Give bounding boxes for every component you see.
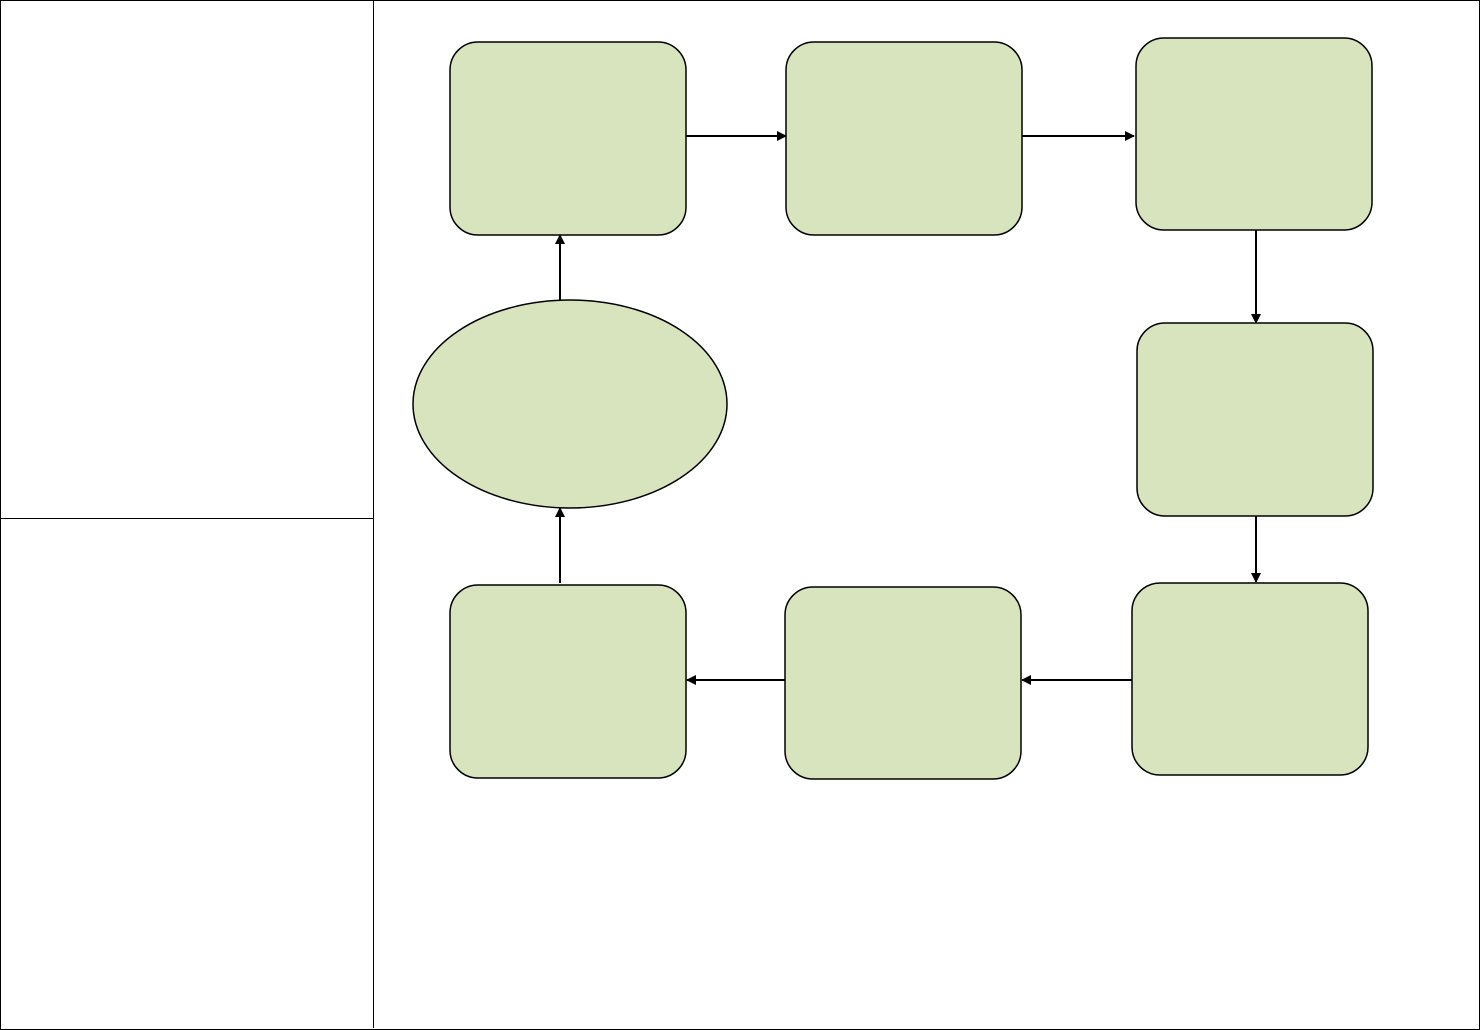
flow-node-shape-n5 — [1131, 582, 1369, 776]
left-column — [0, 0, 374, 1028]
flow-node-n3 — [1135, 37, 1373, 231]
flow-node-shape-n1 — [449, 41, 687, 236]
flow-node-n2 — [785, 41, 1023, 236]
flow-node-n8 — [412, 299, 728, 509]
flow-node-shape-n4 — [1136, 322, 1374, 517]
flow-node-n6 — [784, 586, 1022, 780]
flow-node-shape-n2 — [785, 41, 1023, 236]
flow-node-n7 — [449, 584, 687, 779]
flow-node-shape-n7 — [449, 584, 687, 779]
flow-node-n1 — [449, 41, 687, 236]
flow-node-n4 — [1136, 322, 1374, 517]
left-cell-top — [0, 0, 373, 519]
flow-node-shape-n8 — [412, 299, 728, 509]
flow-node-n5 — [1131, 582, 1369, 776]
flow-node-shape-n3 — [1135, 37, 1373, 231]
flow-node-shape-n6 — [784, 586, 1022, 780]
